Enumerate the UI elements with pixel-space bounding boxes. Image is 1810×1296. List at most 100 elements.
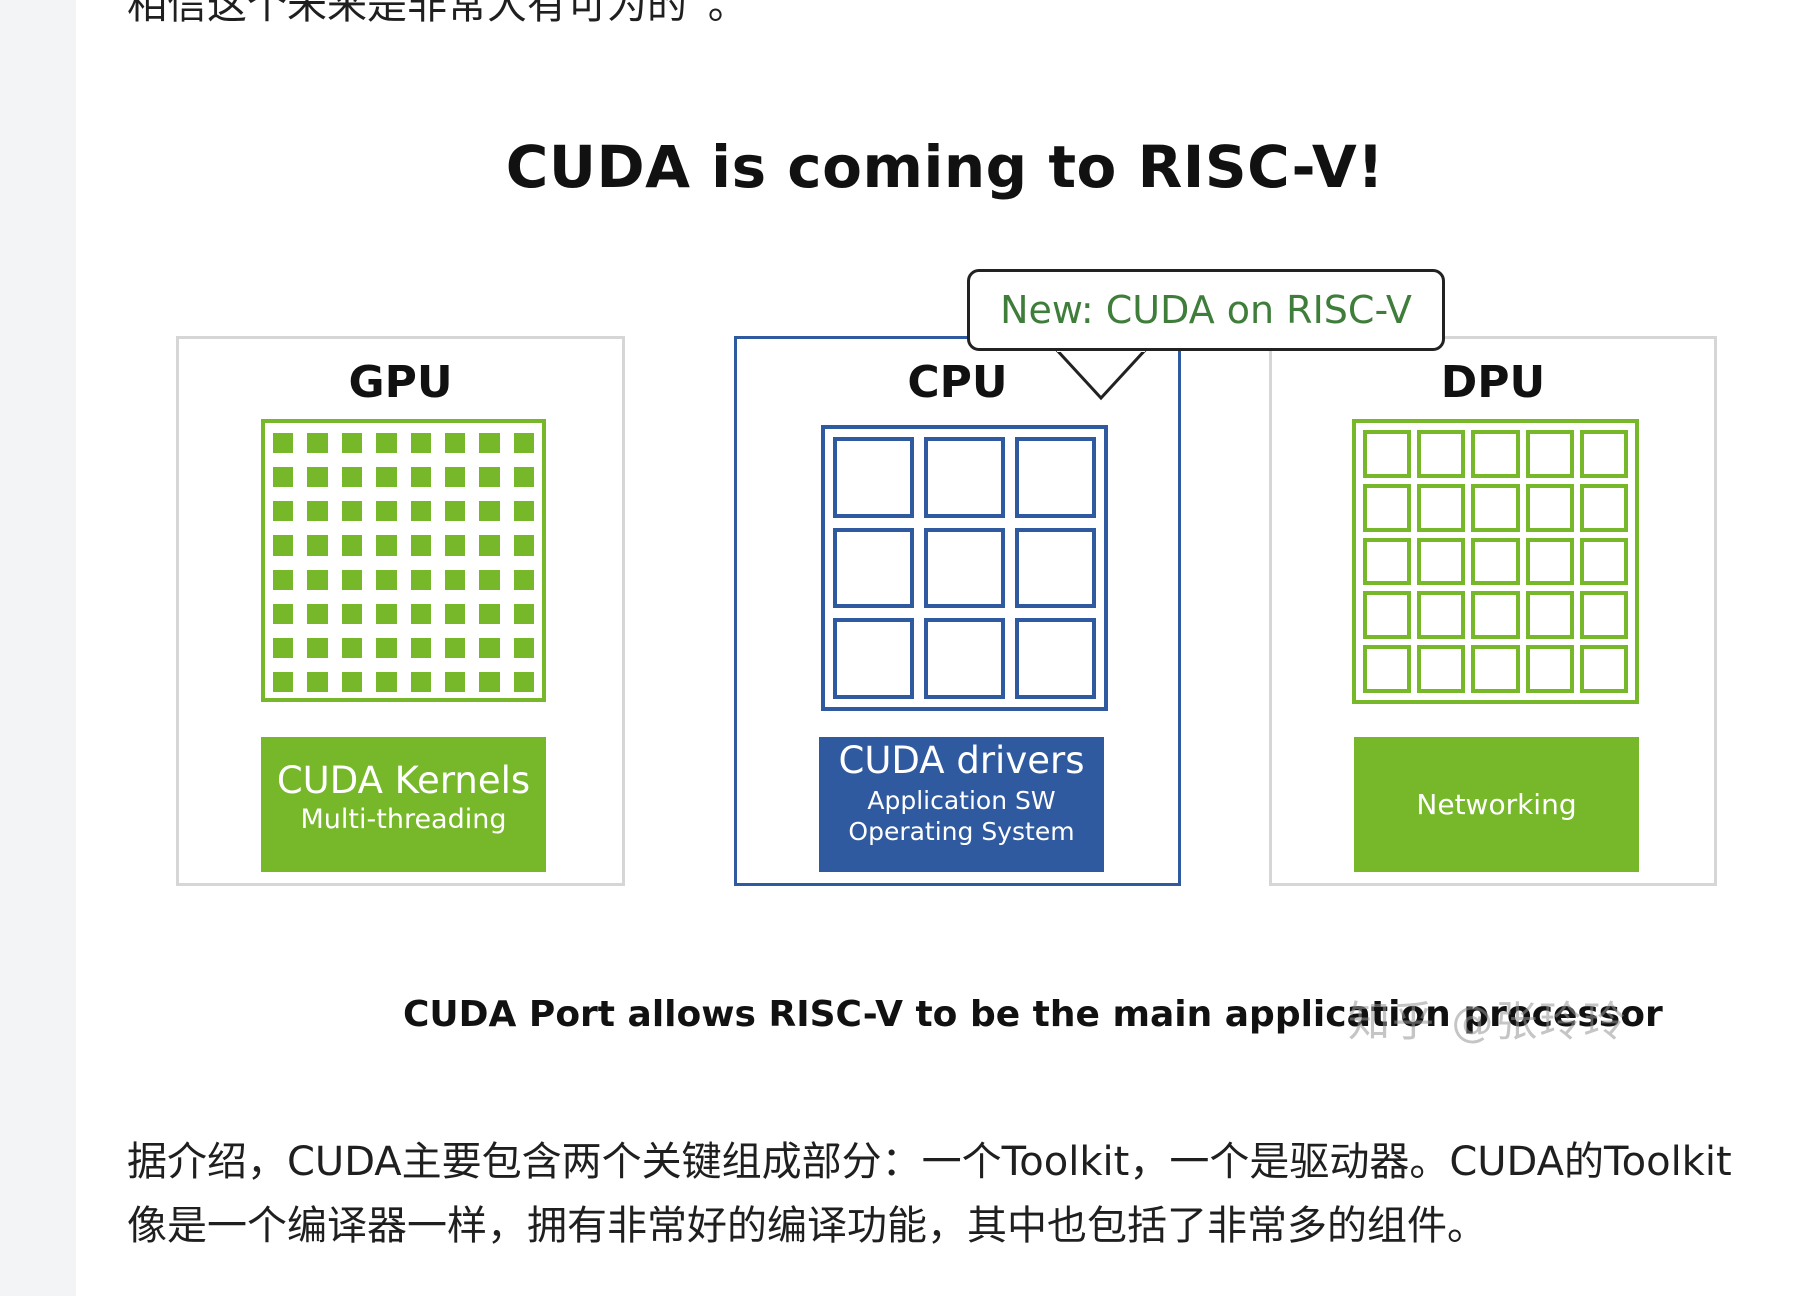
dpu-core-cell <box>1471 430 1520 478</box>
gpu-core-cell <box>341 671 363 692</box>
gpu-core-cell <box>273 467 294 488</box>
gpu-core-cell <box>410 467 431 488</box>
cpu-panel: CPU CUDA drivers Application SW Operatin… <box>734 336 1181 886</box>
dpu-core-cell <box>1363 430 1412 478</box>
dpu-core-cell <box>1579 645 1628 693</box>
gpu-core-cell <box>273 535 294 556</box>
dpu-core-cell <box>1471 591 1520 640</box>
gpu-core-cell <box>479 671 500 692</box>
cuda-drivers-box: CUDA drivers Application SW Operating Sy… <box>819 737 1104 872</box>
cpu-core-cell <box>1015 437 1096 518</box>
dpu-core-cell <box>1579 430 1628 478</box>
paragraph-line-1: 据介绍，CUDA主要包含两个关键组成部分：一个Toolkit，一个是驱动器。CU… <box>127 1139 1732 1185</box>
dpu-core-cell <box>1363 591 1412 640</box>
dpu-core-cell <box>1579 591 1628 640</box>
dpu-core-cell <box>1525 591 1574 640</box>
gpu-core-cell <box>376 535 397 556</box>
figure-title: CUDA is coming to RISC-V! <box>505 133 1385 201</box>
gpu-core-cell <box>273 603 294 624</box>
article-paragraph-top: 相信这个未来是非常大有可为的”。 <box>127 0 748 28</box>
cpu-core-cell <box>833 527 914 609</box>
gpu-core-cell <box>273 501 294 522</box>
dpu-core-cell <box>1525 430 1574 478</box>
gpu-core-cell <box>444 433 466 454</box>
gpu-core-cell <box>444 535 466 556</box>
gpu-core-cell <box>513 637 534 658</box>
gpu-core-cell <box>479 467 500 488</box>
gpu-core-cell <box>444 603 466 624</box>
dpu-core-cell <box>1471 483 1520 532</box>
gpu-core-cell <box>307 433 328 454</box>
multi-threading-label: Multi-threading <box>300 804 507 835</box>
gpu-core-cell <box>513 501 534 522</box>
gpu-core-cell <box>479 433 500 454</box>
gpu-core-cell <box>376 433 397 454</box>
gpu-core-cell <box>513 467 534 488</box>
cuda-drivers-label: CUDA drivers <box>838 739 1085 782</box>
gpu-core-cell <box>513 433 534 454</box>
gpu-core-cell <box>376 501 397 522</box>
gpu-core-cell <box>341 501 363 522</box>
operating-system-label: Operating System <box>848 817 1075 846</box>
gpu-core-cell <box>410 637 431 658</box>
gpu-core-cell <box>444 569 466 590</box>
dpu-title: DPU <box>1440 357 1546 408</box>
gpu-core-cell <box>307 603 328 624</box>
gpu-core-cell <box>410 671 431 692</box>
gpu-core-cell <box>341 467 363 488</box>
dpu-core-cell <box>1363 645 1412 693</box>
dpu-core-cell <box>1525 537 1574 586</box>
gpu-core-cell <box>307 501 328 522</box>
cpu-core-cell <box>924 618 1005 699</box>
gpu-core-cell <box>479 501 500 522</box>
gpu-core-cell <box>341 535 363 556</box>
gpu-core-cell <box>479 637 500 658</box>
gpu-core-cell <box>307 535 328 556</box>
gpu-core-cell <box>376 603 397 624</box>
dpu-core-cell <box>1417 430 1466 478</box>
left-gutter <box>0 0 76 1296</box>
gpu-core-cell <box>341 603 363 624</box>
networking-box: Networking <box>1354 737 1639 872</box>
article-paragraph-bottom: 据介绍，CUDA主要包含两个关键组成部分：一个Toolkit，一个是驱动器。CU… <box>127 1130 1747 1258</box>
application-sw-label: Application SW <box>867 786 1056 815</box>
gpu-core-cell <box>376 467 397 488</box>
cpu-core-cell <box>924 527 1005 609</box>
watermark: 知乎 @张玲玲 <box>1348 997 1628 1046</box>
gpu-core-cell <box>273 433 294 454</box>
dpu-core-cell <box>1417 483 1466 532</box>
gpu-core-cell <box>376 671 397 692</box>
dpu-core-cell <box>1525 645 1574 693</box>
gpu-title: GPU <box>348 357 453 408</box>
callout-new-cuda-on-risc-v: New: CUDA on RISC-V <box>967 269 1445 351</box>
gpu-core-cell <box>376 569 397 590</box>
dpu-core-cell <box>1417 645 1466 693</box>
dpu-core-grid <box>1352 419 1639 704</box>
cuda-kernels-box: CUDA Kernels Multi-threading <box>261 737 546 872</box>
gpu-core-cell <box>410 603 431 624</box>
gpu-core-cell <box>273 637 294 658</box>
dpu-core-cell <box>1363 483 1412 532</box>
gpu-core-cell <box>513 569 534 590</box>
gpu-core-cell <box>341 433 363 454</box>
gpu-core-cell <box>444 501 466 522</box>
gpu-core-cell <box>444 467 466 488</box>
cpu-core-grid <box>821 425 1108 711</box>
callout-pointer <box>1055 348 1147 401</box>
gpu-core-cell <box>307 569 328 590</box>
gpu-core-cell <box>513 671 534 692</box>
gpu-core-cell <box>376 637 397 658</box>
dpu-core-cell <box>1471 537 1520 586</box>
gpu-core-cell <box>444 637 466 658</box>
dpu-core-cell <box>1417 537 1466 586</box>
dpu-core-cell <box>1471 645 1520 693</box>
dpu-panel: DPU Networking <box>1269 336 1717 886</box>
gpu-core-cell <box>410 433 431 454</box>
figure-caption: CUDA Port allows RISC-V to be the main a… <box>403 994 1663 1035</box>
gpu-core-cell <box>307 671 328 692</box>
dpu-core-cell <box>1525 483 1574 532</box>
gpu-core-cell <box>479 603 500 624</box>
dpu-core-cell <box>1363 537 1412 586</box>
